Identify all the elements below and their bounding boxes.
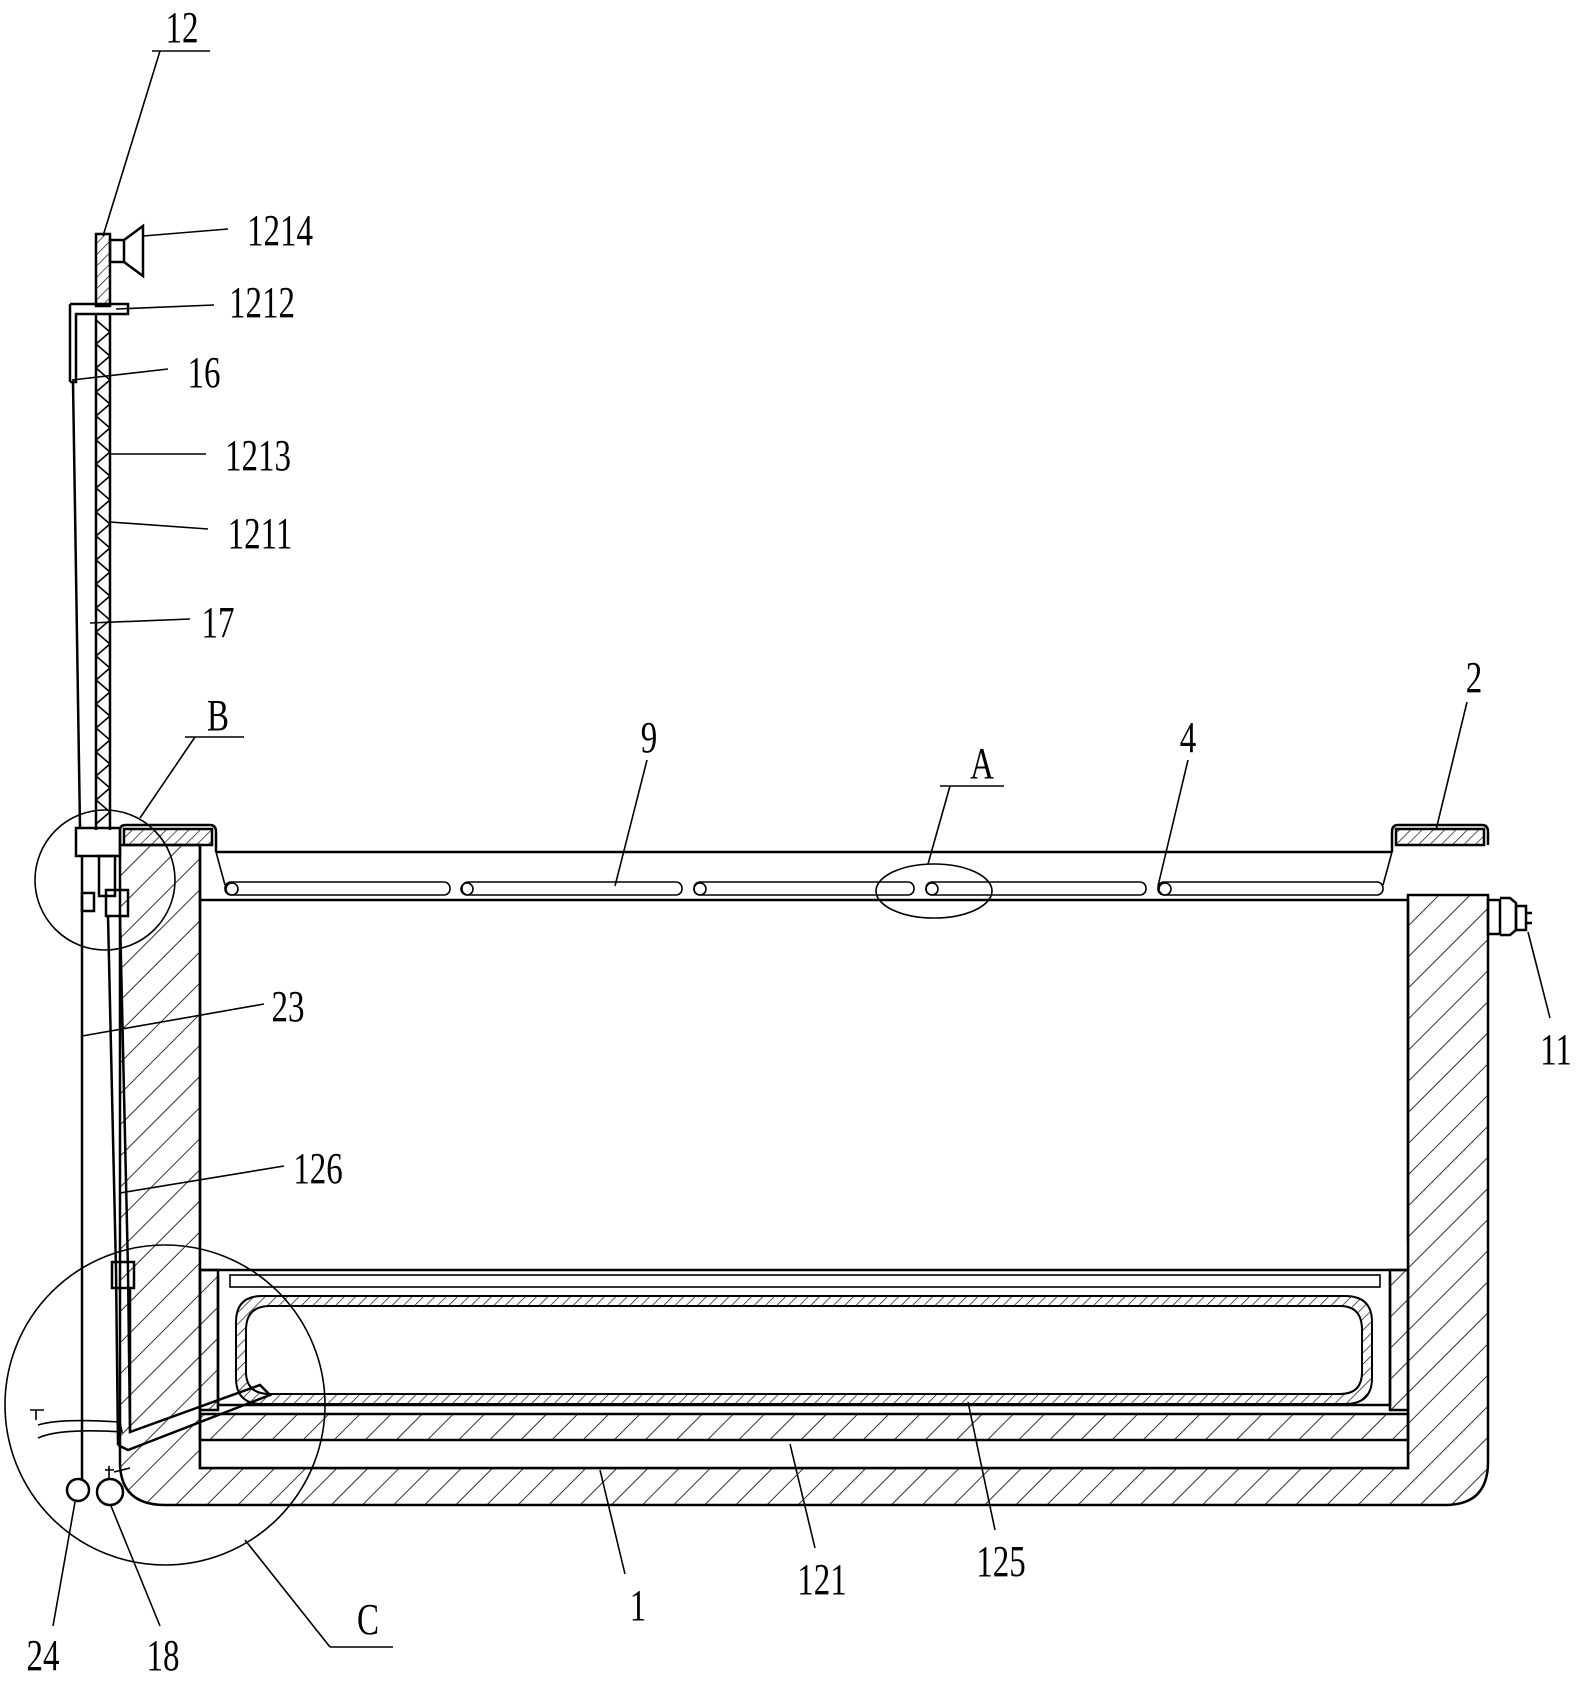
label-4: 4 <box>1180 714 1196 763</box>
label-b: B <box>207 692 229 741</box>
inner-tray <box>198 1268 1410 1442</box>
label-a: A <box>970 740 994 789</box>
detail-a-circle <box>875 863 993 919</box>
detail-b-circle <box>34 809 176 951</box>
callout-labels: 12 1214 1212 16 1213 1211 17 B 9 A 4 2 1… <box>27 4 1572 1681</box>
slat-chain <box>224 863 1384 919</box>
label-126: 126 <box>293 1145 342 1194</box>
label-16: 16 <box>188 349 221 398</box>
top-frame <box>118 823 1490 902</box>
label-18: 18 <box>147 1632 180 1681</box>
right-fitting <box>1486 896 1532 937</box>
label-2: 2 <box>1466 654 1482 703</box>
label-23: 23 <box>272 983 305 1032</box>
label-125: 125 <box>976 1538 1025 1587</box>
leader-lines <box>52 50 1551 1648</box>
label-24: 24 <box>27 1632 60 1681</box>
label-11: 11 <box>1540 1026 1572 1075</box>
label-1212: 1212 <box>229 279 295 328</box>
left-mast <box>30 223 273 1507</box>
label-1214: 1214 <box>247 207 313 256</box>
label-9: 9 <box>641 714 657 763</box>
label-17: 17 <box>202 599 235 648</box>
label-1: 1 <box>630 1582 646 1631</box>
label-12: 12 <box>166 4 199 53</box>
detail-c-circle <box>4 1244 326 1566</box>
label-c: C <box>357 1596 379 1645</box>
label-1213: 1213 <box>225 432 291 481</box>
label-1211: 1211 <box>228 510 293 559</box>
label-121: 121 <box>797 1556 846 1605</box>
